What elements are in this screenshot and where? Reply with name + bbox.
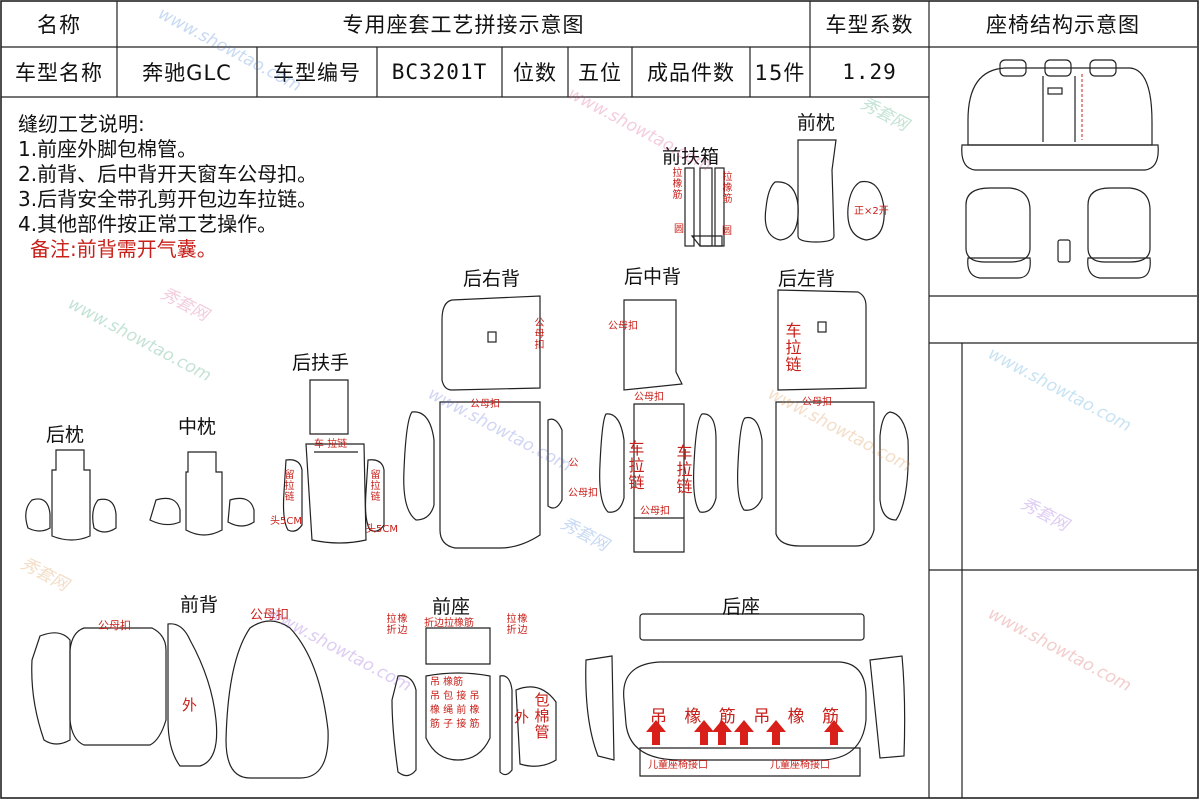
annotation-hang-rib: 吊 橡 筋 吊 橡 筋	[650, 707, 846, 727]
front-headrest-pieces	[764, 139, 885, 243]
annotation-snap: 公母扣	[470, 399, 500, 410]
annotation-child-port: 儿童座椅接口	[648, 760, 708, 771]
model-name-label: 车型名称	[15, 61, 103, 85]
annotation-fold-rubber: 折边拉橡筋	[424, 618, 474, 629]
rear-mid-back-pieces	[599, 299, 717, 553]
part-rear-headrest: 后枕	[46, 424, 85, 446]
annotation-snap: 公母扣	[568, 488, 598, 499]
note-item: 4.其他部件按正常工艺操作。	[18, 212, 278, 236]
annotation-front-seat-detail: 橡 绳 前 橡	[430, 705, 480, 716]
armbox-pieces	[684, 167, 725, 247]
annotation-fold-edge: 拉折	[386, 614, 397, 636]
annotation-fold-edge: 拉折	[506, 614, 517, 636]
front-seat-pieces	[391, 627, 557, 777]
part-front-seat: 前座	[432, 596, 471, 618]
annotation-round: 圆	[722, 226, 732, 237]
annotation-zipper-head: 头5CM	[366, 524, 398, 535]
part-rear-right-back: 后右背	[463, 268, 521, 290]
pieces-value: 15件	[754, 61, 806, 85]
part-rear-armrest: 后扶手	[292, 352, 350, 374]
annotation-zipper-head: 头5CM	[270, 516, 302, 527]
rear-seat-pieces	[585, 613, 906, 777]
annotation-child-port: 儿童座椅接口	[770, 760, 830, 771]
annotation-leave-zipper: 留拉链	[284, 470, 295, 503]
annotation-snap: 公母扣	[250, 608, 290, 623]
annotation-rubber-edge: 橡边	[517, 614, 528, 636]
part-front-armbox: 前扶箱	[662, 146, 720, 168]
model-code: BC3201T	[391, 60, 488, 84]
mid-headrest-pieces	[149, 451, 255, 536]
annotation-front-seat-detail: 吊 包 接 吊	[430, 691, 480, 702]
part-rear-seat: 后座	[722, 596, 761, 618]
annotation-front-seat-detail: 筋 子 接 筋	[430, 719, 480, 730]
model-name: 奔驰GLC	[142, 61, 232, 85]
rear-headrest-pieces	[25, 449, 117, 541]
part-rear-left-back: 后左背	[778, 268, 836, 290]
coef-label: 车型系数	[825, 13, 914, 37]
annotation-rubber-rib: 拉橡筋	[672, 168, 683, 201]
seats-value: 五位	[578, 61, 622, 85]
annotation-wrap-cotton: 包棉管	[534, 691, 550, 741]
annotation-snap: 公母扣	[98, 619, 131, 632]
part-front-back: 前背	[180, 594, 219, 616]
annotation-snap: 公	[568, 458, 579, 469]
annotation-zipper: 车拉链	[628, 439, 645, 492]
annotation-zipper: 车拉链	[785, 321, 802, 374]
annotation-snap: 公母扣	[608, 321, 638, 332]
pieces-label: 成品件数	[647, 61, 735, 85]
part-front-headrest: 前枕	[797, 112, 836, 134]
rear-right-back-pieces	[403, 295, 563, 549]
seat-structure-diagram	[961, 59, 1159, 279]
annotation-zipper: 车 拉链	[314, 439, 348, 450]
note-item: 3.后背安全带孔剪开包边车拉链。	[18, 187, 318, 211]
structure-label: 座椅结构示意图	[986, 13, 1140, 37]
note-item: 2.前背、后中背开天窗车公母扣。	[18, 162, 318, 186]
notes-title: 缝纫工艺说明:	[18, 112, 145, 136]
annotation-headrest-note: 正×2开	[854, 206, 889, 217]
annotation-outer: 外	[182, 696, 198, 714]
part-rear-mid-back: 后中背	[624, 266, 682, 288]
note-item: 1.前座外脚包棉管。	[18, 137, 198, 161]
model-code-label: 车型编号	[273, 61, 361, 85]
annotation-snap: 公母扣	[802, 397, 832, 408]
annotation-zipper: 车拉链	[676, 443, 693, 496]
rear-left-back-pieces	[737, 289, 909, 547]
notes-remark: 备注:前背需开气囊。	[30, 237, 217, 261]
name-label: 名称	[37, 13, 81, 37]
annotation-rubber-rib: 拉橡筋	[722, 172, 733, 205]
annotation-round: 圆	[674, 224, 684, 235]
annotation-snap: 公母扣	[640, 506, 670, 517]
annotation-rubber-edge: 橡边	[397, 614, 408, 636]
annotation-outer: 外	[514, 708, 530, 726]
rear-armrest-pieces	[282, 379, 385, 544]
coef-value: 1.29	[842, 60, 897, 84]
annotation-snap: 公母扣	[634, 392, 664, 403]
annotation-hang-rib: 吊 橡筋	[430, 677, 464, 688]
annotation-snap: 公母扣	[534, 318, 545, 351]
page-title: 专用座套工艺拼接示意图	[342, 13, 585, 37]
sewing-notes: 缝纫工艺说明: 1.前座外脚包棉管。 2.前背、后中背开天窗车公母扣。 3.后背…	[18, 112, 317, 262]
part-mid-headrest: 中枕	[178, 416, 217, 438]
annotation-leave-zipper: 留拉链	[370, 470, 381, 503]
front-back-pieces	[31, 620, 329, 779]
seats-label: 位数	[513, 61, 557, 85]
